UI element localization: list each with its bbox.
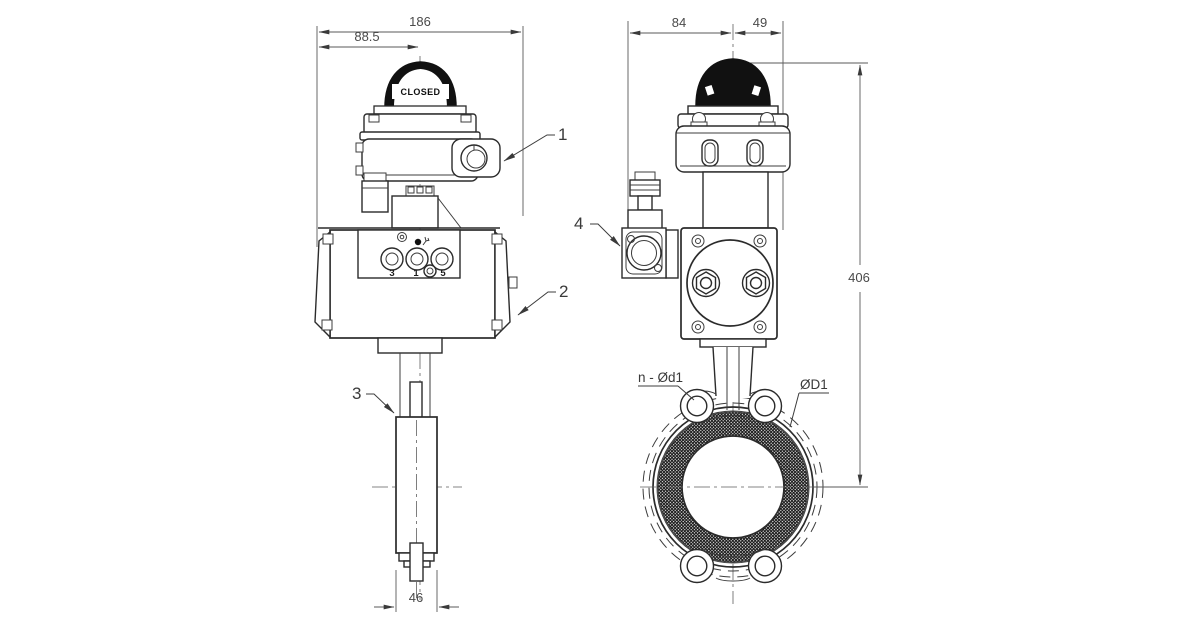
actuator-end-plate — [680, 227, 778, 348]
outer-diameter-label: ØD1 — [800, 377, 828, 392]
indicator-window — [392, 84, 449, 99]
port-label-3: 3 — [389, 268, 394, 279]
stem-bolt-right — [741, 268, 771, 298]
air-fitting-side — [627, 171, 663, 231]
front-view: 186 88.5 CLOSED — [314, 14, 568, 612]
stem-bolt-left — [691, 268, 721, 298]
dim-label-84: 84 — [672, 15, 686, 30]
callout-1: 1 — [503, 125, 567, 162]
annotation-bolt-holes: n - Ød1 — [638, 370, 695, 401]
dimension-overall-height: 406 — [737, 62, 870, 488]
callout-3: 3 — [352, 384, 395, 414]
dim-label-88-5: 88.5 — [354, 29, 379, 44]
indicator-state-label: CLOSED — [401, 87, 441, 97]
mounting-bracket-front — [318, 172, 500, 229]
exhaust-symbol — [422, 236, 430, 246]
bolt-holes-label: n - Ød1 — [638, 370, 683, 385]
valve-neck-mask — [713, 347, 753, 398]
bottom-stem-tab — [409, 542, 424, 582]
callout-4: 4 — [574, 214, 621, 247]
solenoid-valve-side — [621, 227, 679, 279]
callout-3-label: 3 — [352, 384, 361, 403]
dim-label-49: 49 — [753, 15, 767, 30]
port-label-1: 1 — [413, 268, 419, 279]
dimension-side-widths: 84 49 — [627, 15, 784, 230]
flange-lugs — [679, 388, 783, 584]
callout-2-label: 2 — [559, 282, 568, 301]
limit-switch-box-side — [675, 112, 791, 173]
actuator-port-nub — [508, 276, 518, 289]
conduit-entry-boss — [451, 138, 501, 178]
dimension-front-offset: 88.5 — [318, 29, 419, 50]
dim-label-406: 406 — [848, 270, 870, 285]
dome-base — [373, 105, 467, 115]
dimension-front-total: 186 — [316, 14, 524, 247]
position-indicator-dome: CLOSED — [370, 61, 470, 115]
side-view: 84 49 406 — [574, 15, 870, 604]
dome-side — [687, 58, 779, 115]
butterfly-valve-end-view — [640, 346, 830, 584]
callout-2: 2 — [517, 282, 568, 316]
actuator-neck-side — [702, 171, 769, 229]
port-label-5: 5 — [440, 268, 446, 279]
dim-label-46: 46 — [409, 590, 423, 605]
pilot-port-dot — [414, 238, 422, 246]
callout-1-label: 1 — [558, 125, 567, 144]
solenoid-valve-front: 3 1 5 — [357, 229, 461, 279]
callout-4-label: 4 — [574, 214, 583, 233]
annotation-outer-diameter: ØD1 — [789, 377, 829, 428]
valve-body-front — [377, 337, 443, 600]
dim-label-186: 186 — [409, 14, 431, 29]
dimension-front-body-width: 46 — [374, 570, 459, 612]
dome-ring — [385, 62, 456, 108]
